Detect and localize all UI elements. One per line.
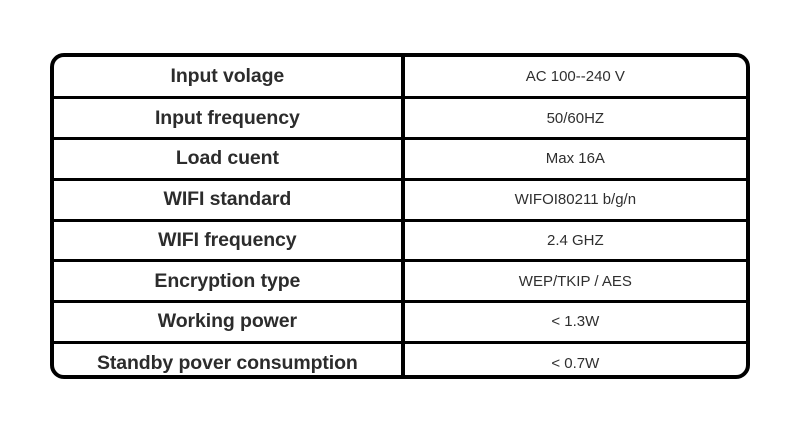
table-row: WIFI frequency 2.4 GHZ <box>54 218 746 261</box>
table-row: Working power < 1.3W <box>54 300 746 343</box>
spec-value-load-current: Max 16A <box>400 137 746 180</box>
spec-label-input-frequency: Input frequency <box>54 96 403 139</box>
table-row: WIFI standard WIFOI80211 b/g/n <box>54 177 746 220</box>
spec-label-standby-power-consumption: Standby pover consumption <box>54 340 403 375</box>
spec-label-encryption-type: Encryption type <box>54 259 403 302</box>
spec-label-working-power: Working power <box>54 300 403 343</box>
spec-value-encryption-type: WEP/TKIP / AES <box>400 259 746 302</box>
spec-label-wifi-standard: WIFI standard <box>54 177 403 220</box>
spec-value-input-frequency: 50/60HZ <box>400 96 746 139</box>
spec-value-input-voltage: AC 100--240 V <box>400 57 746 98</box>
specification-table-body: Input volage AC 100--240 V Input frequen… <box>54 57 746 375</box>
table-row: Input frequency 50/60HZ <box>54 96 746 139</box>
spec-value-wifi-standard: WIFOI80211 b/g/n <box>400 177 746 220</box>
spec-value-working-power: < 1.3W <box>400 300 746 343</box>
specification-table-container: Input volage AC 100--240 V Input frequen… <box>50 53 750 379</box>
specification-table: Input volage AC 100--240 V Input frequen… <box>54 57 746 375</box>
table-row: Standby pover consumption < 0.7W <box>54 340 746 375</box>
spec-value-wifi-frequency: 2.4 GHZ <box>400 218 746 261</box>
table-row: Input volage AC 100--240 V <box>54 57 746 98</box>
spec-label-wifi-frequency: WIFI frequency <box>54 218 403 261</box>
spec-label-input-voltage: Input volage <box>170 65 285 88</box>
spec-label-load-current: Load cuent <box>54 137 403 180</box>
table-row: Load cuent Max 16A <box>54 137 746 180</box>
table-row: Encryption type WEP/TKIP / AES <box>54 259 746 302</box>
spec-value-standby-power-consumption: < 0.7W <box>400 340 746 375</box>
